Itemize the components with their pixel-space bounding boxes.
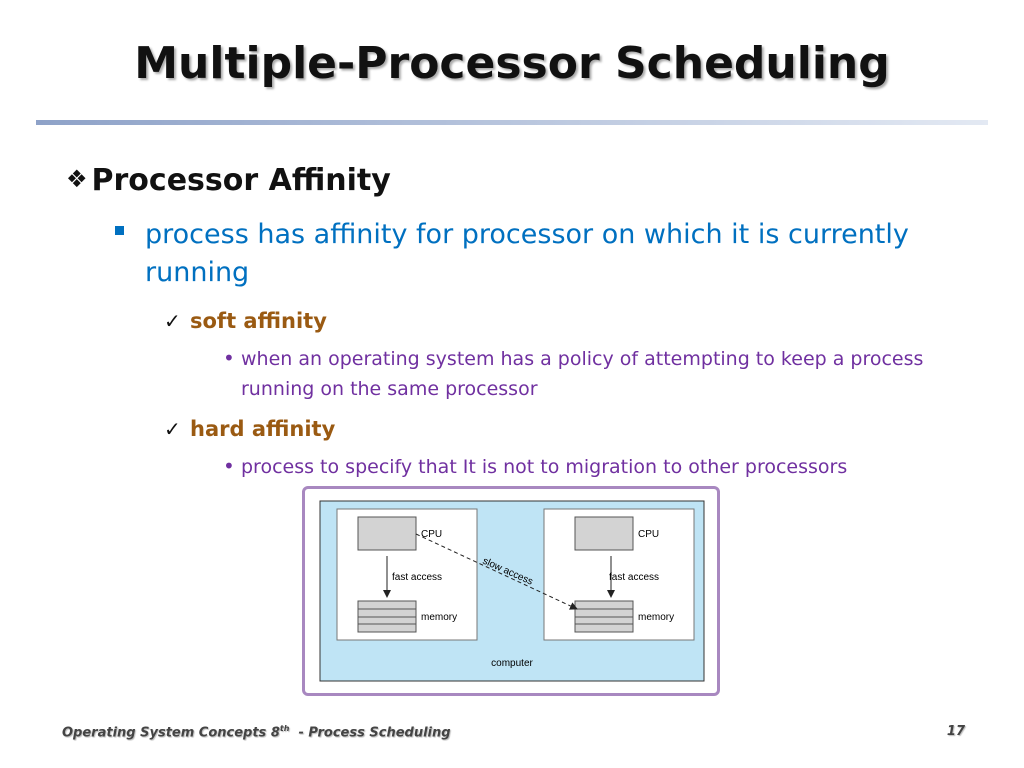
footer-course-edition-suffix: th (279, 724, 290, 733)
left-fast-access-label: fast access (392, 572, 442, 583)
right-cpu-chip (574, 516, 634, 551)
left-memory-label: memory (421, 612, 457, 623)
left-cpu-chip (357, 516, 417, 551)
page-number: 17 (946, 724, 965, 739)
soft-check-icon: ✓ (164, 309, 181, 333)
hard-affinity-label: hard affinity (190, 417, 336, 441)
computer-label: computer (491, 658, 533, 669)
diamond-bullet-icon: ❖ (66, 165, 88, 193)
numa-diagram: CPU fast access memory CPU fast access m… (319, 500, 705, 682)
affinity-definition: process has affinity for processor on wh… (145, 219, 909, 288)
footer-course: Operating System Concepts 8th - Process … (62, 724, 451, 740)
hard-dot-bullet-icon: • (223, 454, 235, 478)
footer-course-name: Operating System Concepts 8 (62, 725, 280, 741)
soft-affinity-description: when an operating system has a policy of… (241, 348, 924, 400)
footer-topic: - Process Scheduling (289, 725, 451, 741)
left-cpu-label: CPU (421, 529, 442, 540)
square-bullet-icon (115, 226, 124, 235)
right-cpu-label: CPU (638, 529, 659, 540)
right-fast-access-label: fast access (609, 572, 659, 583)
soft-dot-bullet-icon: • (223, 346, 235, 370)
slide-title: Multiple-Processor Scheduling (134, 38, 890, 89)
title-underline (36, 120, 988, 125)
slow-access-arrow (415, 533, 578, 610)
right-memory-label: memory (638, 612, 674, 623)
heading-text: Processor Affinity (91, 163, 391, 198)
hard-affinity-description: process to specify that It is not to mig… (241, 456, 848, 478)
hard-check-icon: ✓ (164, 417, 181, 441)
soft-affinity-label: soft affinity (190, 309, 327, 333)
heading-processor-affinity: ❖Processor Affinity (66, 163, 391, 198)
